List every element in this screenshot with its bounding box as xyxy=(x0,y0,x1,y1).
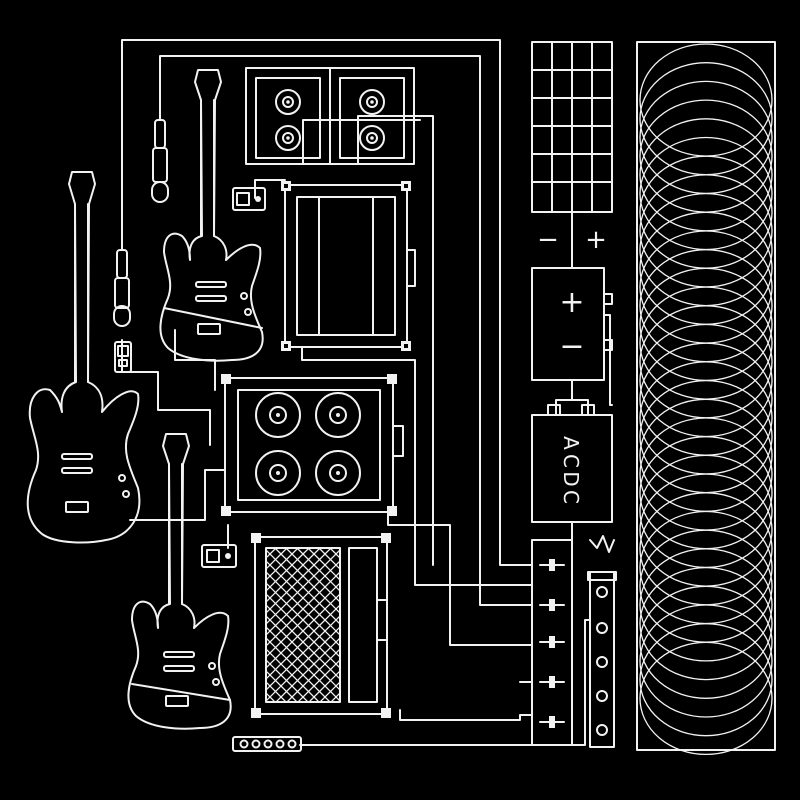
coil-ring xyxy=(640,586,772,698)
amplifier-icon xyxy=(61,533,545,718)
tuner-device-icon xyxy=(233,188,265,210)
jack-socket xyxy=(597,587,607,597)
effects-pedal-icon: A C D C xyxy=(532,405,612,522)
jack-socket xyxy=(597,725,607,735)
electric-guitar-icon xyxy=(128,434,230,729)
power-label-1: A xyxy=(559,436,583,450)
speaker-cabinet-icon xyxy=(246,68,330,164)
fader-knob xyxy=(549,599,555,611)
microphone-icon xyxy=(152,120,168,202)
battery-plus-sign: + xyxy=(559,285,584,320)
electric-guitar-icon xyxy=(160,70,262,361)
fader-knob xyxy=(549,636,555,648)
wiring xyxy=(122,40,612,745)
connector-strip-icon xyxy=(233,737,301,751)
jack-socket xyxy=(597,623,607,633)
battery-icon: + − xyxy=(532,268,612,380)
microphone-icon xyxy=(114,250,130,326)
fader-knob xyxy=(549,559,555,571)
battery-minus-sign: − xyxy=(559,329,584,364)
mixer-icon xyxy=(532,536,616,747)
power-label-2: C xyxy=(559,454,583,468)
coil-ring xyxy=(640,568,772,680)
solar-plus-sign: + xyxy=(585,225,607,255)
fader-knob xyxy=(549,716,555,728)
speaker-cabinet-icon xyxy=(221,374,403,516)
coil-ring xyxy=(640,605,772,717)
coil-ring xyxy=(640,642,772,754)
power-label-3: D xyxy=(559,471,583,486)
speaker-grille xyxy=(61,548,545,708)
fader-knob xyxy=(549,676,555,688)
coil-ring xyxy=(640,624,772,736)
jack-socket xyxy=(597,691,607,701)
solar-minus-sign: − xyxy=(537,225,559,255)
electric-guitar-icon xyxy=(28,172,140,542)
amplifier-icon xyxy=(281,181,415,351)
speaker-cabinet-icon xyxy=(330,68,414,164)
jack-socket xyxy=(597,657,607,667)
power-label-4: C xyxy=(559,490,583,504)
media-player-icon xyxy=(115,342,131,372)
tuner-device-icon xyxy=(202,545,236,567)
coil-icon xyxy=(637,42,775,754)
solar-panel-icon xyxy=(532,42,612,212)
coil-ring xyxy=(640,549,772,661)
